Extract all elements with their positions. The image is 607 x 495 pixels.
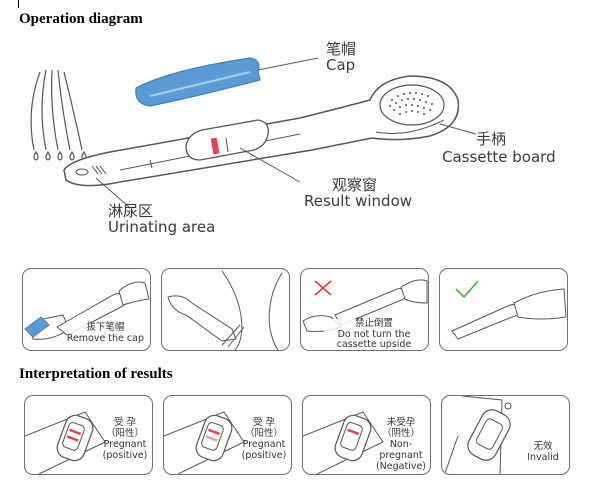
result-label-4: 无效 Invalid	[518, 441, 568, 464]
result-label-3-en2: (Negative)	[375, 460, 427, 472]
result-panel-1: 受 孕 （阳性） Pregnant (positive)	[24, 395, 153, 475]
cap-label-en: Cap	[326, 55, 356, 74]
cap-label-cn: 笔帽	[326, 40, 357, 58]
step-panel-remove-cap: 拔下笔帽 Remove the cap	[22, 268, 151, 351]
cassette-board-label: 手柄	[476, 130, 507, 148]
step-label-remove-cap-en: Remove the cap	[66, 332, 144, 344]
check-icon	[455, 280, 479, 299]
result-label-1-en: Pregnant	[103, 438, 147, 450]
step-panel-no-upside-down: 禁止倒置 Do not turn the cassette upside dow…	[300, 268, 429, 351]
step-label-remove-cap: 拔下笔帽 Remove the cap	[66, 322, 144, 345]
faint-test-line-mark	[205, 435, 218, 442]
urinating-area-label-cn: 淋尿区	[108, 202, 154, 220]
result-label-4-cn: 无效	[533, 441, 553, 452]
step-panel-urinate	[161, 268, 290, 351]
operation-diagram-heading: Operation diagram	[19, 11, 143, 27]
control-line-mark	[69, 428, 82, 436]
result-4-illustration	[444, 396, 512, 474]
cassette-board-label-cn: 手柄	[476, 130, 507, 148]
step-label-no-upside-down-cn: 禁止倒置	[354, 318, 393, 329]
result-window-label-cn: 观察窗	[332, 176, 378, 194]
result-label-3-cn2: （阴性）	[381, 427, 420, 439]
hold-correctly-illustration	[451, 280, 567, 340]
result-window-label-en: Result window	[304, 191, 413, 210]
step-label-no-upside-down-en: Do not turn the cassette upside down	[336, 328, 412, 351]
cross-icon	[314, 280, 332, 296]
urinate-illustration	[167, 270, 283, 350]
urinating-area-label-en: Urinating area	[108, 217, 216, 236]
result-label-1: 受 孕 （阳性） Pregnant (positive)	[97, 417, 152, 462]
test-line-mark	[210, 137, 220, 155]
urine-stream-icon	[30, 69, 83, 151]
result-label-1-cn2: （阳性）	[105, 427, 144, 439]
page-edge-mark	[18, 0, 19, 8]
result-label-3: 未受孕 （阴性） Non-pregnant (Negative)	[371, 417, 430, 473]
cassette-board-label-en: Cassette board	[442, 148, 556, 166]
result-label-2-en: Pregnant	[242, 438, 286, 450]
result-label-2-cn2: （阳性）	[244, 427, 283, 439]
result-panel-3: 未受孕 （阴性） Non-pregnant (Negative)	[302, 395, 431, 475]
test-stick-diagram	[30, 57, 477, 209]
urinating-area-label: 淋尿区 Urinating area	[108, 202, 216, 236]
result-label-2-cn: 受 孕	[252, 417, 276, 428]
urine-drops-icon	[33, 150, 87, 161]
step-panel-hold-correctly	[439, 268, 568, 351]
result-label-4-en: Invalid	[527, 451, 559, 463]
result-label-3-cn: 未受孕	[386, 417, 416, 428]
result-label-2-en2: (positive)	[241, 449, 287, 461]
control-line-mark	[347, 428, 360, 436]
step-label-remove-cap-cn: 拔下笔帽	[86, 322, 125, 333]
result-window-frame	[185, 119, 269, 161]
control-line-mark	[208, 428, 221, 436]
cap-icon	[135, 57, 261, 107]
cap-label: 笔帽 Cap	[326, 40, 357, 74]
result-label-1-en2: (positive)	[102, 449, 148, 461]
result-panel-2: 受 孕 （阳性） Pregnant (positive)	[163, 395, 292, 475]
result-3-illustration	[303, 411, 384, 474]
test-line-mark	[66, 435, 79, 442]
result-panel-4: 无效 Invalid	[441, 395, 570, 475]
cassette-board-label-en-wrap: Cassette board	[442, 148, 556, 166]
result-2-illustration	[164, 411, 245, 474]
result-label-3-en: Non-pregnant	[379, 438, 423, 461]
step-label-no-upside-down: 禁止倒置 Do not turn the cassette upside dow…	[324, 318, 424, 351]
result-label-2: 受 孕 （阳性） Pregnant (positive)	[236, 417, 291, 462]
result-1-illustration	[25, 411, 106, 474]
interpretation-heading: Interpretation of results	[19, 366, 173, 382]
result-window-label: 观察窗 Result window	[304, 176, 413, 210]
result-label-1-cn: 受 孕	[113, 417, 137, 428]
